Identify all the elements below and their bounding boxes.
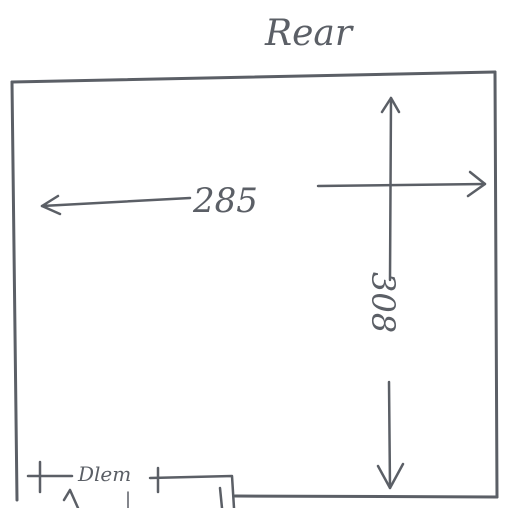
panel-top-edge	[10, 70, 497, 84]
panel-right-edge	[493, 70, 499, 499]
sketch-title: Rear	[264, 13, 354, 54]
panel-outline	[10, 70, 499, 502]
height-dimension-arrow	[376, 96, 405, 490]
panel-bottom-edge	[233, 494, 499, 499]
panel-left-edge	[10, 80, 19, 502]
width-dimension-arrow	[40, 170, 487, 216]
small-dimension-label: Dlem	[77, 462, 131, 486]
width-dimension-label: 285	[192, 181, 258, 221]
height-dimension-label: 308	[364, 272, 402, 333]
bottom-component-sketch	[26, 460, 236, 508]
